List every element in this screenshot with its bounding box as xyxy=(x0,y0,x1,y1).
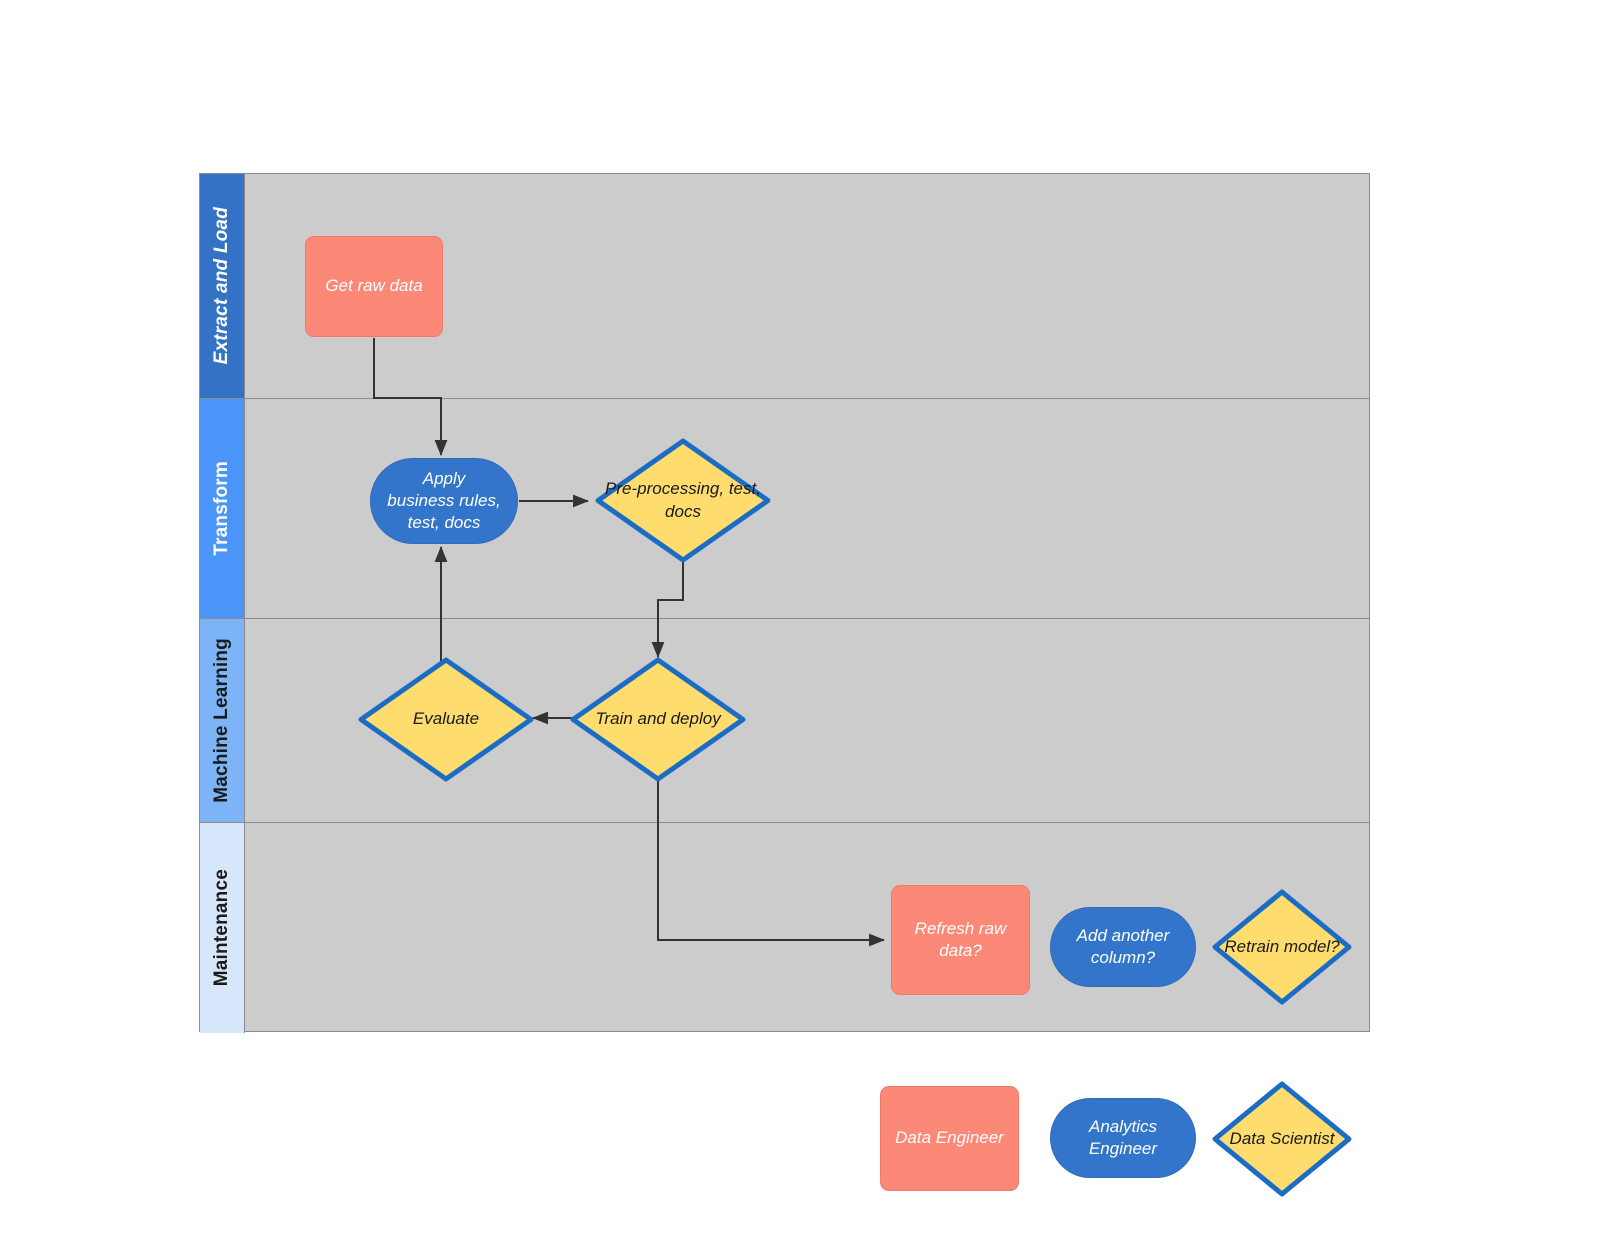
legend-item-analytics-engineer[interactable]: Analytics Engineer xyxy=(1050,1098,1196,1178)
lane-header-maintenance[interactable]: Maintenance xyxy=(200,823,245,1033)
lane-extract-and-load: Extract and Load xyxy=(200,174,1369,399)
node-add-another-column[interactable]: Add another column? xyxy=(1050,907,1196,987)
node-label-pre-processing: Pre-processing, test, docs xyxy=(605,479,761,521)
node-apply-business-rules[interactable]: Apply business rules, test, docs xyxy=(370,458,518,544)
node-get-raw-data[interactable]: Get raw data xyxy=(305,236,443,337)
diamond-shape-retrain-model xyxy=(1212,889,1352,1005)
lane-transform: Transform xyxy=(200,399,1369,619)
lane-label-machine-learning: Machine Learning xyxy=(211,638,232,803)
lane-header-extract-and-load[interactable]: Extract and Load xyxy=(200,174,245,398)
diamond-shape-evaluate xyxy=(358,657,534,782)
node-train-and-deploy[interactable]: Train and deploy xyxy=(570,657,746,782)
lane-header-machine-learning[interactable]: Machine Learning xyxy=(200,619,245,822)
node-evaluate[interactable]: Evaluate xyxy=(358,657,534,782)
node-retrain-model[interactable]: Retrain model? xyxy=(1212,889,1352,1005)
node-refresh-raw-data[interactable]: Refresh raw data? xyxy=(891,885,1030,995)
lane-header-transform[interactable]: Transform xyxy=(200,399,245,618)
node-label-apply-business-rules: Apply business rules, test, docs xyxy=(387,468,501,533)
node-label-refresh-raw-data: Refresh raw data? xyxy=(914,918,1007,960)
diamond-shape-train-and-deploy xyxy=(570,657,746,782)
lane-maintenance: Maintenance xyxy=(200,823,1369,1033)
legend-label-analytics-engineer: Analytics Engineer xyxy=(1088,1116,1158,1158)
node-label-add-another-column: Add another column? xyxy=(1076,925,1170,967)
legend-label-data-scientist: Data Scientist xyxy=(1229,1128,1335,1148)
node-label-evaluate: Evaluate xyxy=(412,709,480,729)
lane-label-maintenance: Maintenance xyxy=(211,869,232,987)
diamond-shape-data-scientist xyxy=(1212,1081,1352,1197)
legend: Data Engineer Analytics Engineer Data Sc… xyxy=(880,1081,1360,1197)
legend-item-data-scientist[interactable]: Data Scientist xyxy=(1212,1081,1352,1197)
lane-label-extract-and-load: Extract and Load xyxy=(211,207,232,365)
lane-label-transform: Transform xyxy=(211,461,232,556)
node-pre-processing[interactable]: Pre-processing, test, docs xyxy=(595,438,771,563)
legend-label-data-engineer: Data Engineer xyxy=(895,1128,1004,1148)
legend-item-data-engineer[interactable]: Data Engineer xyxy=(880,1086,1019,1191)
node-label-train-and-deploy: Train and deploy xyxy=(595,709,721,729)
node-label-get-raw-data: Get raw data xyxy=(325,276,423,296)
node-label-retrain-model: Retrain model? xyxy=(1224,936,1340,956)
